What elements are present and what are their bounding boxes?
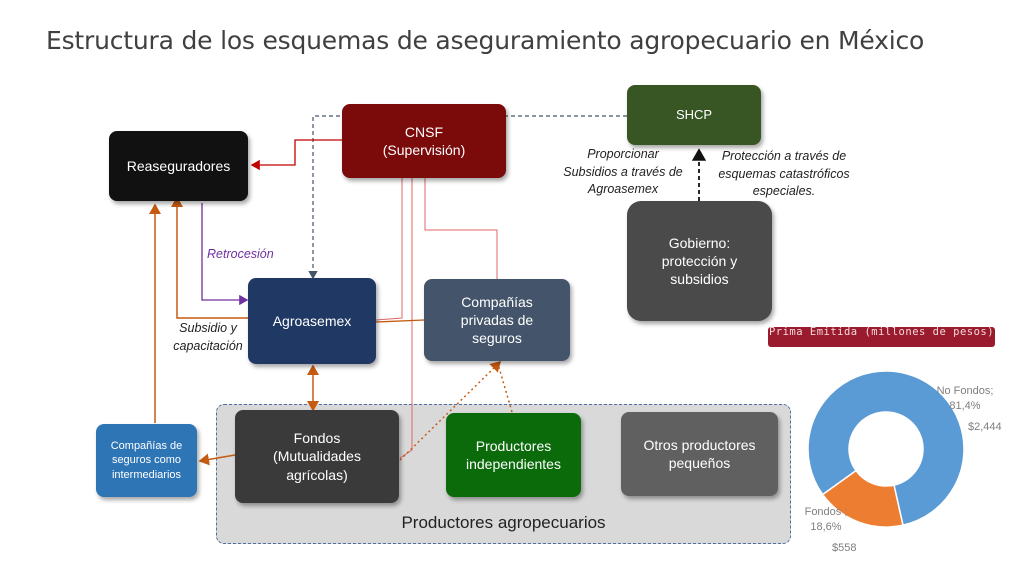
node-productores-independientes: Productores independientes: [446, 413, 581, 497]
node-label: Otros productores pequeños: [643, 436, 756, 471]
pie-chart: [807, 370, 965, 528]
pie-percent-label-fondos: Fondos ; 18,6%: [804, 506, 848, 533]
node-label: CNSF (Supervisión): [382, 123, 466, 158]
edge-cnsf-privadas: [424, 178, 498, 280]
edge-independientes-privadas: [497, 363, 513, 413]
edge-agroasemex-reaseguradores: [171, 196, 248, 319]
node-label: Gobierno: protección y subsidios: [661, 234, 738, 288]
pie-slice-no-fondos: [807, 370, 965, 527]
edge-label-proteccion: Protección a través de esquemas catastró…: [718, 149, 850, 198]
edge-cnsf-reaseguradores: [250, 139, 342, 171]
node-cnsf: CNSF (Supervisión): [342, 104, 506, 178]
group-label: Productores agropecuarios: [401, 513, 606, 532]
pie-chart-title: Prima Emitida (millones de pesos): [768, 327, 995, 347]
node-reaseguradores: Reaseguradores: [109, 131, 248, 201]
node-shcp: SHCP: [627, 85, 761, 145]
pie-percent-label-no-fondos: No Fondos; 81,4%: [936, 385, 994, 412]
edge-label-subsidio: Subsidio y capacitación: [173, 321, 243, 353]
pie-value-label-fondos: $558: [832, 542, 857, 554]
page-title: Estructura de los esquemas de aseguramie…: [46, 26, 925, 55]
node-label: Compañías privadas de seguros: [460, 293, 534, 347]
edge-shcp-agroasemex: [308, 115, 627, 280]
node-companias-privadas: Compañías privadas de seguros: [424, 279, 570, 361]
node-label: Agroasemex: [272, 312, 352, 329]
edge-cnsf-agroasemex: [375, 178, 403, 321]
edge-retrocesion: [201, 203, 249, 306]
node-companias-intermediarios: Compañías de seguros como intermediarios: [96, 424, 197, 497]
node-agroasemex: Agroasemex: [248, 278, 376, 364]
node-label: Reaseguradores: [126, 157, 231, 174]
edge-label-retrocesion: Retrocesión: [207, 247, 274, 261]
edge-label-proporcionar: Proporcionar Subsidios a través de Agroa…: [563, 147, 683, 196]
node-otros-productores: Otros productores pequeños: [621, 412, 778, 496]
node-label: Compañías de seguros como intermediarios: [110, 440, 183, 481]
edge-agroasemex-privadas: [375, 319, 425, 323]
edge-fondos-intermediarios: [198, 453, 236, 466]
node-label: Fondos (Mutualidades agrícolas): [273, 430, 361, 483]
node-label: SHCP: [675, 106, 713, 122]
node-label: Productores independientes: [466, 437, 561, 472]
node-fondos: Fondos (Mutualidades agrícolas): [235, 410, 399, 503]
pie-value-label-no-fondos: $2,444: [968, 421, 1002, 433]
edge-fondos-privadas: [399, 360, 502, 461]
node-gobierno: Gobierno: protección y subsidios: [627, 201, 772, 321]
